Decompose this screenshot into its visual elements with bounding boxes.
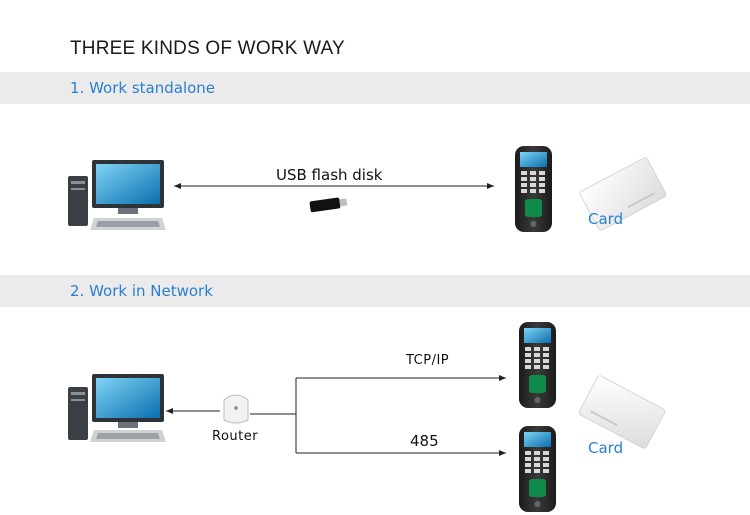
card-label-network: Card [588, 439, 624, 457]
fingerprint-terminal-icon [519, 322, 556, 408]
usb-flash-disk-label: USB flash disk [276, 166, 383, 184]
router-label: Router [212, 429, 259, 444]
desktop-computer-icon [68, 160, 166, 230]
card-label-standalone: Card [588, 210, 624, 228]
usb-flash-disk-icon [309, 197, 348, 213]
tcpip-label: TCP/IP [406, 353, 450, 368]
section-heading-standalone: 1. Work standalone [70, 79, 216, 97]
fingerprint-terminal-icon [519, 426, 556, 512]
rs485-label: 485 [410, 432, 439, 450]
section-band-standalone: 1. Work standalone [0, 72, 750, 104]
section-band-network: 2. Work in Network [0, 275, 750, 307]
desktop-computer-icon [68, 374, 166, 442]
router-icon [223, 394, 249, 424]
page-title: THREE KINDS OF WORK WAY [70, 38, 345, 59]
fingerprint-terminal-icon [515, 146, 552, 232]
rfid-card-icon [578, 375, 666, 449]
section-heading-network: 2. Work in Network [70, 282, 213, 300]
rfid-card-icon [579, 157, 667, 231]
